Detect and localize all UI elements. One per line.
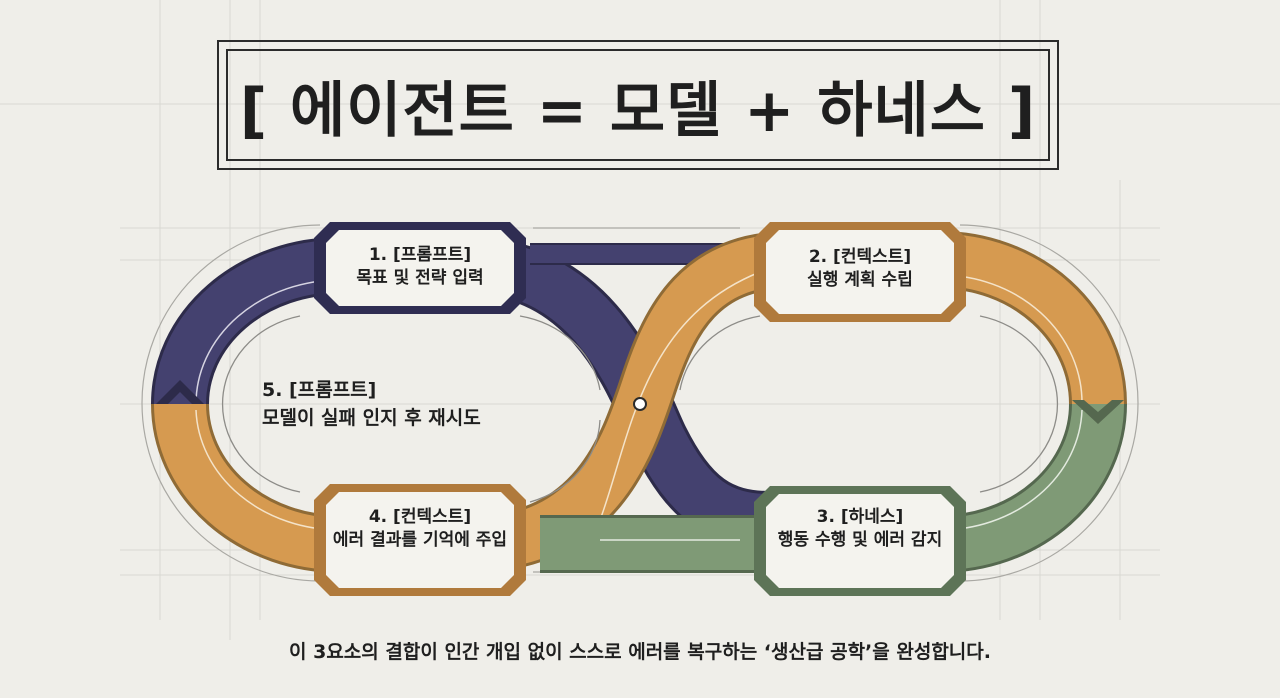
step-2-title: 2. [컨텍스트] bbox=[808, 247, 912, 267]
chevron-markers bbox=[156, 380, 1124, 424]
step-3-label: 3. [하네스] 행동 수행 및 에러 감지 bbox=[766, 506, 954, 552]
title-inner-frame: [ 에이전트 = 모델 + 하네스 ] bbox=[226, 49, 1050, 161]
step-5-title: 5. [프롬프트] bbox=[262, 379, 377, 401]
step-3-desc: 행동 수행 및 에러 감지 bbox=[777, 530, 943, 550]
footer-caption: 이 3요소의 결합이 인간 개입 없이 스스로 에러를 복구하는 ‘생산급 공학… bbox=[289, 641, 991, 663]
step-5-desc: 모델이 실패 인지 후 재시도 bbox=[262, 407, 481, 429]
inner-arrows bbox=[221, 315, 1059, 503]
step-1-desc: 목표 및 전략 입력 bbox=[356, 268, 484, 288]
center-node bbox=[633, 397, 647, 411]
step-1-title: 1. [프롬프트] bbox=[368, 245, 472, 265]
step-4-title: 4. [컨텍스트] bbox=[368, 507, 472, 527]
step-box-frames bbox=[314, 222, 966, 596]
title-frame: [ 에이전트 = 모델 + 하네스 ] bbox=[217, 40, 1059, 170]
orange-band bbox=[151, 231, 1127, 573]
step-3-title: 3. [하네스] bbox=[816, 507, 904, 527]
step-2-label: 2. [컨텍스트] 실행 계획 수립 bbox=[766, 246, 954, 292]
step-5-label: 5. [프롬프트] 모델이 실패 인지 후 재시도 bbox=[262, 376, 542, 432]
step-2-desc: 실행 계획 수립 bbox=[807, 270, 913, 290]
step-1-label: 1. [프롬프트] 목표 및 전략 입력 bbox=[326, 244, 514, 290]
page-title: [ 에이전트 = 모델 + 하네스 ] bbox=[239, 75, 1037, 146]
navy-band bbox=[151, 237, 771, 549]
step-4-desc: 에러 결과를 기억에 주입 bbox=[332, 530, 508, 550]
step-4-label: 4. [컨텍스트] 에러 결과를 기억에 주입 bbox=[330, 506, 510, 552]
